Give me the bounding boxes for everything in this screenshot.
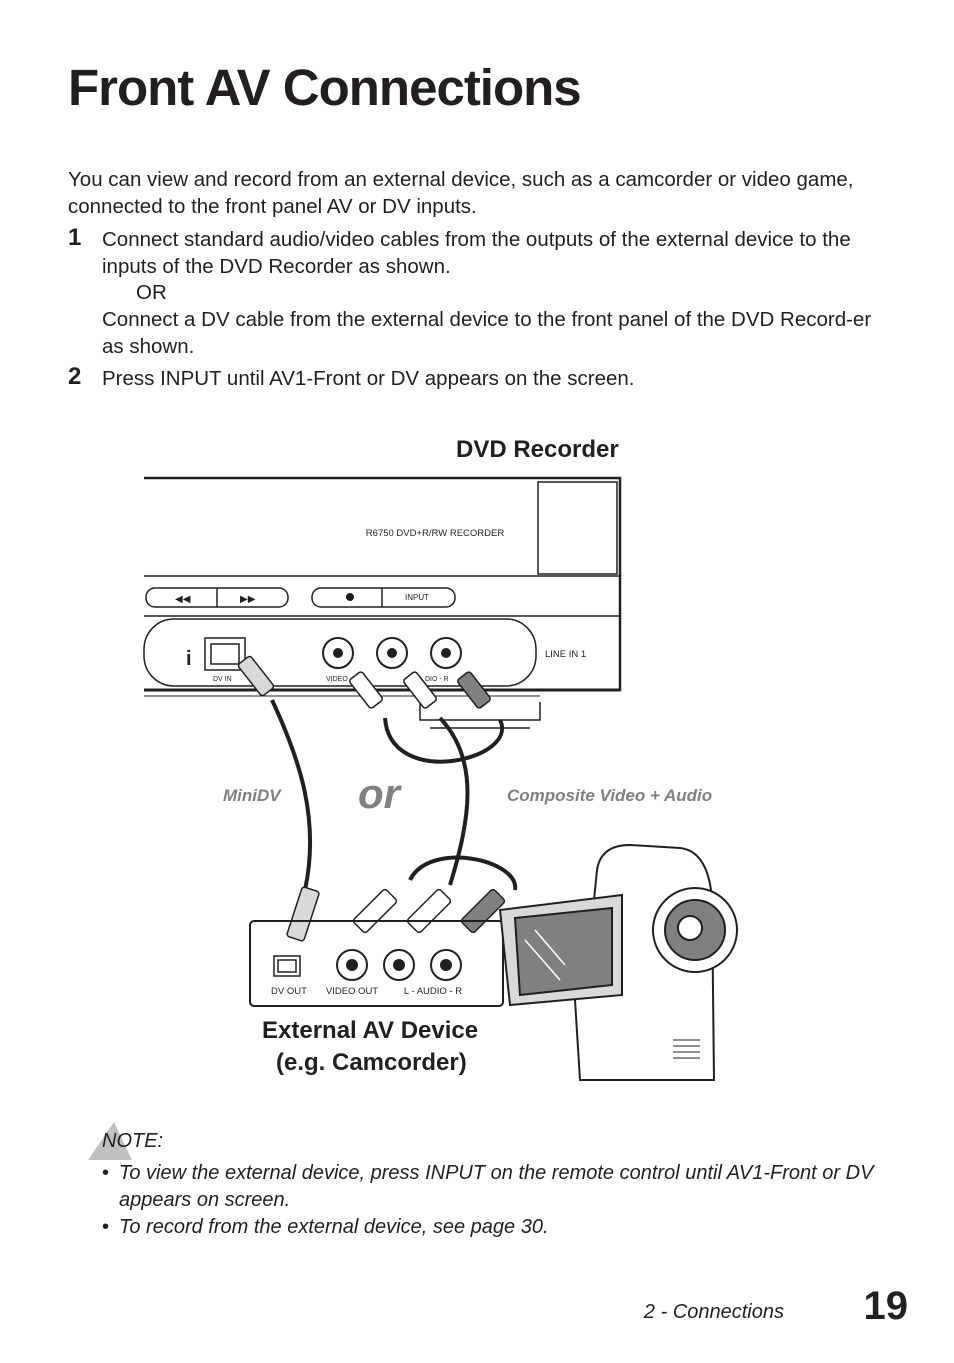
step-1-text: Connect standard audio/video cables from… (102, 228, 851, 278)
note-bullet: • (102, 1216, 110, 1238)
step-2-text: Press INPUT until AV1-Front or DV appear… (102, 367, 635, 390)
dv-out-label: DV OUT (271, 986, 307, 997)
model-label: R6750 DVD+R/RW RECORDER (366, 528, 505, 539)
cables (270, 699, 518, 891)
line-in-label: LINE IN 1 (545, 649, 586, 660)
note-bullet: • (102, 1162, 110, 1184)
step-1-or: OR (136, 281, 167, 304)
note-item-2: • To record from the external device, se… (102, 1214, 882, 1241)
recorder-plugs (237, 655, 491, 709)
input-button-label: INPUT (405, 593, 429, 602)
minidv-label: MiniDV (223, 786, 281, 805)
video-out-label: VIDEO OUT (326, 986, 378, 997)
footer-section: 2 - Connections (643, 1301, 784, 1323)
page-title: Front AV Connections (68, 59, 582, 116)
note-item-1-text: To view the external device, press INPUT… (119, 1162, 874, 1211)
dvd-recorder-illustration (143, 476, 622, 729)
note-item-2-text: To record from the external device, see … (119, 1216, 549, 1238)
note-item-1: • To view the external device, press INP… (102, 1160, 882, 1214)
external-device-title: External AV Device (262, 1017, 479, 1044)
external-device-subtitle: (e.g. Camcorder) (276, 1049, 467, 1076)
dv-in-label: DV IN (213, 676, 232, 683)
step-2-number: 2 (68, 363, 82, 390)
page-number: 19 (863, 1284, 909, 1328)
device-plugs (286, 886, 506, 942)
composite-label: Composite Video + Audio (507, 786, 713, 805)
svg-text:i: i (186, 648, 192, 670)
svg-text:◀◀: ◀◀ (175, 594, 191, 605)
step-1-number: 1 (68, 224, 82, 251)
intro-paragraph: You can view and record from an external… (68, 168, 854, 218)
external-device-panel (249, 920, 504, 1007)
video-in-label: VIDEO (326, 676, 348, 683)
step-1-alt-text: Connect a DV cable from the external dev… (102, 308, 872, 358)
note-triangle-icon (88, 1122, 132, 1160)
audio-in-label: DIO - R (425, 676, 449, 683)
or-label: or (358, 770, 400, 817)
camcorder-illustration (498, 843, 738, 1081)
audio-out-label: L - AUDIO - R (404, 986, 462, 997)
note-title: NOTE: (102, 1130, 164, 1152)
svg-text:▶▶: ▶▶ (240, 594, 256, 605)
dvd-recorder-label: DVD Recorder (456, 436, 619, 463)
